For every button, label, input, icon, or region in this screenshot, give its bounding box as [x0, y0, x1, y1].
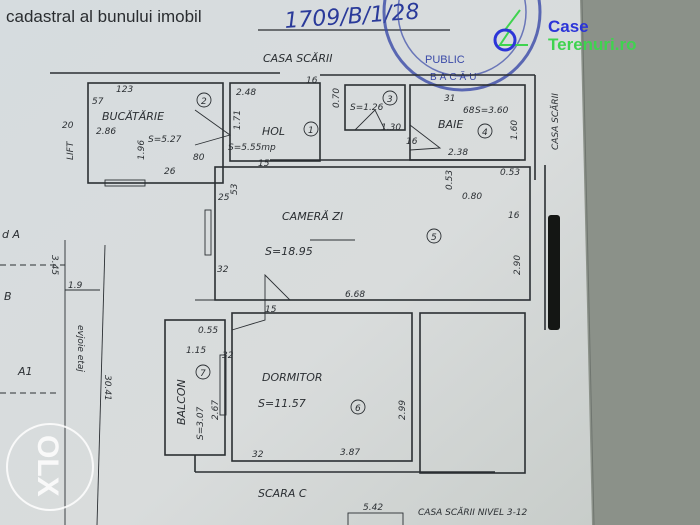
redaction-mark: [548, 215, 560, 330]
dim: 16: [508, 211, 520, 221]
logo-text-terenuri: Terenuri.ro: [548, 35, 636, 54]
stamp-text: BACĂU: [430, 70, 479, 83]
dim: 80: [193, 153, 205, 163]
side-label-a1: A1: [17, 365, 33, 378]
dim: 6.68: [345, 290, 365, 300]
dim: 1.96: [137, 140, 147, 160]
dim: 2.38: [448, 148, 468, 158]
room-3-area: S=1.26: [350, 103, 384, 113]
dim: 0.55: [198, 326, 218, 336]
label-scara-c: SCARA C: [258, 487, 307, 500]
room-4-area: S=3.60: [475, 106, 509, 116]
side-label: evjoie etaj: [75, 325, 85, 372]
dim: 68: [463, 106, 475, 116]
side-label-b: B: [4, 290, 12, 303]
room-5-name: CAMERĂ ZI: [282, 210, 343, 223]
dim: 1.15: [186, 346, 206, 356]
room-7-area: S=3.07: [196, 406, 206, 440]
dim: 16: [406, 137, 418, 147]
room-numbers: 2 1 3 4 5 6 7: [195, 90, 493, 415]
room-6-area: S=11.57: [258, 397, 306, 410]
room-number: 1: [308, 126, 314, 136]
room-number: 4: [482, 128, 488, 138]
dim: 3.45: [49, 255, 59, 275]
dim: 32: [252, 450, 264, 460]
dim: 3.87: [340, 448, 360, 458]
dim: 1.9: [68, 281, 83, 291]
olx-watermark: OLX: [6, 423, 94, 511]
dim: 2.90: [513, 255, 523, 275]
room-1-name: HOL: [262, 125, 285, 138]
dim: 2.86: [96, 127, 116, 137]
stamp: PUBLIC BACĂU: [382, 0, 542, 92]
room-1-area: S=5.55mp: [228, 143, 276, 153]
room-number: 7: [200, 369, 206, 379]
walls: [50, 72, 546, 474]
dim: 0.70: [332, 88, 342, 108]
caseterenuri-logo: Case Terenuri.ro: [493, 9, 636, 54]
label-casa-scarii-top: CASA SCĂRII: [263, 52, 333, 65]
dim: 0.53: [445, 170, 455, 190]
side-label-a: d A: [2, 228, 20, 241]
dim: 1.30: [381, 123, 401, 133]
dim: 2.67: [211, 400, 221, 420]
dim: 16: [306, 76, 318, 86]
room-number: 2: [201, 97, 207, 107]
dim: 0.53: [500, 168, 520, 178]
dim: 25: [218, 193, 230, 203]
dim-5-42: 5.42: [363, 503, 383, 513]
dim: 20: [62, 121, 74, 131]
room-5-area: S=18.95: [265, 245, 313, 258]
label-lift: LIFT: [66, 140, 76, 160]
dim: 15: [258, 159, 270, 169]
dim: 26: [164, 167, 176, 177]
room-2-area: S=5.27: [148, 135, 182, 145]
dim: 15: [265, 305, 277, 315]
dim: 31: [444, 94, 455, 104]
dim: 1.71: [233, 110, 243, 130]
document-heading: cadastral al bunului imobil: [6, 7, 202, 26]
dim: 2.48: [236, 88, 256, 98]
label-casa-scarii-right: CASA SCĂRII: [549, 93, 561, 150]
room-2-name: BUCĂTĂRIE: [102, 110, 164, 123]
dim: 57: [92, 97, 104, 107]
olx-logo-text: OLX: [31, 435, 64, 497]
dim: 123: [116, 85, 133, 95]
room-6-name: DORMITOR: [262, 371, 323, 384]
dim: 32: [217, 265, 229, 275]
site-plan-fragment: d A B A1 1.9 3.45 evjoie etaj 30.41: [0, 228, 112, 525]
dim: 32: [222, 351, 234, 361]
dim: 0.80: [462, 192, 482, 202]
stamp-text: PUBLIC: [425, 54, 465, 66]
dim: 53: [230, 183, 240, 195]
dim: 2.99: [398, 400, 408, 420]
dim: 30.41: [102, 375, 112, 401]
dimensions: 123 57 20 2.86 1.96 80 26 2.48 1.71 10 1…: [62, 76, 523, 460]
logo-text-case: Case: [548, 17, 589, 36]
room-4-name: BAIE: [438, 118, 463, 131]
room-number: 3: [387, 95, 393, 105]
room-number: 6: [355, 404, 361, 414]
dim: 1.60: [510, 120, 520, 140]
room-number: 5: [431, 233, 437, 243]
paper-sheet: [0, 0, 592, 525]
room-7-name: BALCON: [175, 379, 188, 425]
label-casa-scarii-nivel: CASA SCĂRII NIVEL 3-12: [418, 506, 528, 518]
